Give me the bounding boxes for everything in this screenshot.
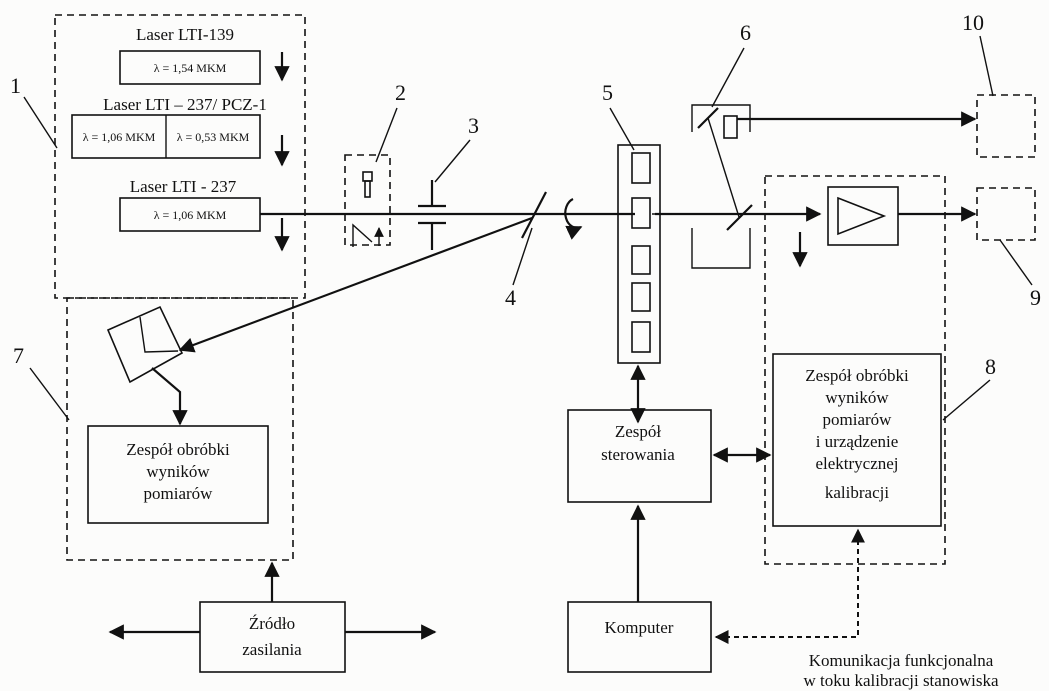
callout-1-leader <box>23 96 58 149</box>
group-8-frame <box>764 175 946 565</box>
communication-note-line-2: w toku kalibracji stanowiska <box>804 671 999 690</box>
processing-block-right-line-2: wyników <box>825 388 889 407</box>
detector-prism-inner <box>139 316 179 353</box>
power-source-line-2: zasilania <box>242 640 302 659</box>
callout-4-leader <box>512 227 533 286</box>
processing-block-right-line-5: elektrycznej <box>815 454 898 473</box>
rotating-mirror <box>521 191 547 239</box>
callout-1: 1 <box>10 73 21 98</box>
laser-lti237-wavelength: λ = 1,06 MKM <box>154 208 227 222</box>
callout-9: 9 <box>1030 285 1041 310</box>
callout-7: 7 <box>13 343 24 368</box>
splitter-detector <box>723 115 738 139</box>
processing-block-right-line-6: kalibracji <box>825 483 889 502</box>
callout-2-leader <box>375 107 398 163</box>
filter-wheel-frame <box>617 144 661 364</box>
reflected-beam <box>178 216 533 353</box>
attenuator-frame <box>344 154 391 246</box>
output-box-10 <box>976 94 1036 158</box>
processing-block-right-line-3: pomiarów <box>823 410 893 429</box>
callout-4: 4 <box>505 285 516 310</box>
laser-lti237-title: Laser LTI - 237 <box>130 177 237 196</box>
callout-10-leader <box>979 35 994 97</box>
computer-block <box>567 601 712 673</box>
filter-slot-5 <box>631 321 651 353</box>
callout-6-leader <box>711 47 745 108</box>
callout-6: 6 <box>740 20 751 45</box>
splitter-diagonal-beam <box>707 117 740 218</box>
callout-2: 2 <box>395 80 406 105</box>
filter-slot-4 <box>631 282 651 312</box>
callout-8: 8 <box>985 354 996 379</box>
amplifier-block <box>827 186 899 246</box>
laser-lti237pcz-wavelength-2: λ = 0,53 MKM <box>177 130 250 144</box>
laser-lti139-box <box>119 50 261 85</box>
attenuator-knob <box>362 171 373 182</box>
processing-block-left-line-1: Zespół obróbki <box>126 440 230 459</box>
laser-group-frame <box>54 14 306 299</box>
rotation-arrow-icon <box>564 198 583 240</box>
callout-3-leader <box>434 139 471 183</box>
calibration-communication-link <box>714 528 865 644</box>
group-7-frame <box>66 297 294 561</box>
callout-7-leader <box>29 367 70 421</box>
processing-block-left-line-2: wyników <box>146 462 210 481</box>
amplifier-triangle <box>837 196 887 236</box>
processing-block-left-line-3: pomiarów <box>144 484 214 503</box>
callout-5-leader <box>609 107 635 151</box>
attenuator-knob-stem <box>364 180 371 198</box>
output-box-9 <box>976 187 1036 241</box>
callout-10: 10 <box>962 10 984 35</box>
control-block-line-2: sterowania <box>601 445 675 464</box>
splitter-frame-bottom <box>691 228 751 269</box>
control-block <box>567 409 712 503</box>
communication-note-line-1: Komunikacja funkcjonalna <box>809 651 994 670</box>
processing-block-right-line-4: i urządzenie <box>816 432 899 451</box>
callout-3: 3 <box>468 113 479 138</box>
attenuator-wedge <box>352 223 373 247</box>
callout-8-leader <box>942 379 991 421</box>
detector-to-processing-arrow <box>151 367 188 426</box>
power-source-block <box>199 601 346 673</box>
laser-lti237pcz-wavelength-1: λ = 1,06 MKM <box>83 130 156 144</box>
filter-slot-1 <box>631 152 651 184</box>
computer-block-label: Komputer <box>605 618 674 637</box>
filter-slot-3 <box>631 245 651 275</box>
filter-slot-2 <box>631 197 651 229</box>
control-block-line-1: Zespół <box>615 422 662 441</box>
detector-prism-outer <box>106 305 184 384</box>
power-source-line-1: Źródło <box>249 614 295 633</box>
processing-block-right-line-1: Zespół obróbki <box>805 366 909 385</box>
processing-block-left <box>87 425 269 524</box>
callout-9-leader <box>999 239 1033 286</box>
laser-lti237pcz-title: Laser LTI – 237/ PCZ-1 <box>103 95 267 114</box>
laser-lti139-title: Laser LTI-139 <box>136 25 234 44</box>
laser-lti139-wavelength: λ = 1,54 MKM <box>154 61 227 75</box>
processing-block-right <box>772 353 942 527</box>
callout-5: 5 <box>602 80 613 105</box>
splitter-bottom-mirror <box>726 204 753 231</box>
